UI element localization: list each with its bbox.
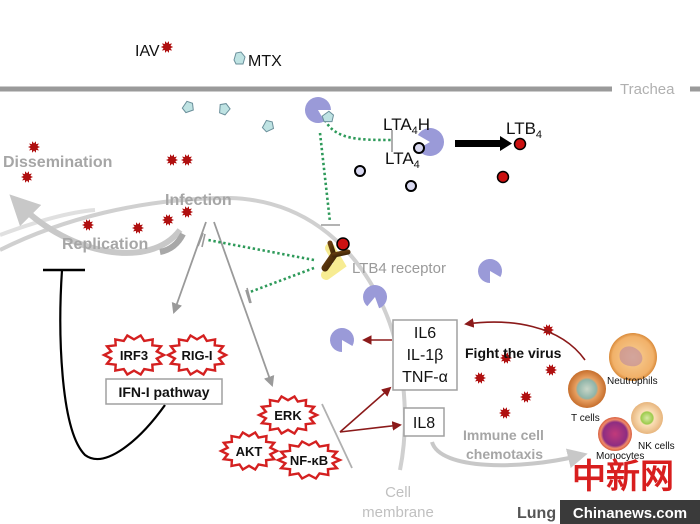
watermark-site-text: Chinanews.com — [573, 505, 687, 522]
mtx-molecule-icon — [181, 100, 194, 114]
infection-signal-lines — [171, 221, 353, 469]
immune-cell-nk-cell — [631, 402, 663, 434]
lung-label: Lung — [517, 505, 556, 522]
nf-kb-burst: NF-κB — [275, 439, 343, 481]
cytokine-box-il8 — [403, 407, 445, 437]
virus-particle-icon — [181, 206, 193, 218]
cytokine-box-inflammatory — [392, 319, 458, 391]
lta4-molecule-icon — [413, 142, 425, 154]
dissemination-label: Dissemination — [3, 154, 112, 171]
akt-burst: AKT — [218, 430, 280, 472]
virus-particle-icon — [28, 141, 40, 153]
erk-burst: ERK — [256, 394, 320, 436]
ifn-pathway-label: IFN-I pathway — [118, 384, 209, 400]
virus-particle-icon — [166, 154, 178, 166]
monocytes-label: Monocytes — [596, 451, 644, 462]
cytokine-il1b: IL-1β — [407, 347, 444, 364]
virus-particle-icon — [21, 171, 33, 183]
ifn-inhibits-replication — [43, 268, 166, 461]
cytokine-tnfa: TNF-α — [402, 369, 448, 386]
irf3-burst-label: IRF3 — [120, 348, 148, 363]
cytokine-arrows — [339, 318, 586, 433]
cytokine-il8: IL8 — [413, 415, 435, 432]
lta4-label: LTA4 — [385, 149, 420, 171]
virus-particle-icon — [162, 214, 174, 226]
akt-burst-label: AKT — [236, 444, 263, 459]
cell-membrane-label-line2: membrane — [362, 504, 434, 521]
trachea-label: Trachea — [620, 81, 675, 98]
t-cells-label: T cells — [571, 413, 600, 424]
immune-cell-monocyte — [598, 417, 632, 451]
erk-burst-label: ERK — [274, 408, 302, 423]
virus-particle-icon — [82, 219, 94, 231]
virus-particle-icon — [500, 352, 512, 364]
mtx-molecules — [181, 100, 335, 133]
lta4-molecule-icon — [354, 165, 366, 177]
chemotaxis-label-line2: chemotaxis — [466, 446, 543, 462]
iav-legend-label: IAV — [135, 43, 160, 60]
enzyme-icon — [305, 97, 331, 124]
nk-cells-label: NK cells — [638, 441, 675, 452]
ltb4-label: LTB4 — [506, 119, 542, 141]
mtx-molecule-icon — [321, 110, 335, 123]
virus-particle-icon — [161, 41, 173, 53]
infection-label: Infection — [165, 192, 232, 209]
virus-particle-icon — [474, 372, 486, 384]
replication-label: Replication — [62, 236, 148, 253]
immune-cell-t-cell — [568, 370, 606, 408]
mtx-legend-label: MTX — [248, 53, 282, 70]
virus-particles — [21, 41, 557, 419]
conversion-arrow — [455, 136, 512, 151]
enzyme-icon — [363, 285, 388, 309]
lta4-molecule-icon — [405, 180, 417, 192]
immune-cell-neutrophil — [609, 333, 657, 381]
chemotaxis-arrow — [430, 441, 588, 469]
ifn-signal-bursts: IRF3 RIG-I — [101, 333, 229, 377]
virus-particle-icon — [545, 364, 557, 376]
virus-particle-icon — [181, 154, 193, 166]
rig-i-burst: RIG-I — [165, 333, 229, 377]
trachea-boundary: Trachea — [0, 81, 700, 98]
kinase-signal-bursts: ERK AKT NF-κB — [218, 394, 343, 481]
irf3-burst: IRF3 — [101, 333, 167, 377]
leukotriene-molecules — [354, 137, 527, 192]
watermark-cn-text: 中新网 — [572, 458, 674, 496]
cytokine-il6: IL6 — [414, 325, 436, 342]
ltb4-receptor-label: LTB4 receptor — [352, 260, 446, 277]
enzyme-icon — [330, 328, 355, 352]
ltb4-molecule-icon — [513, 137, 527, 151]
replication-arrow-tail — [159, 232, 186, 255]
neutrophils-label: Neutrophils — [607, 376, 658, 387]
chemotaxis-label-line1: Immune cell — [463, 427, 544, 443]
cell-membrane-label-line1: Cell — [385, 484, 411, 501]
enzyme-icon — [478, 259, 503, 283]
nf-kb-burst-label: NF-κB — [290, 453, 328, 468]
watermark-bar — [560, 500, 700, 524]
mtx-molecule-icon — [261, 119, 275, 133]
rig-i-burst-label: RIG-I — [181, 348, 212, 363]
ifn-pathway-box — [105, 378, 223, 405]
replication-arrow — [9, 194, 183, 256]
virus-particle-icon — [499, 407, 511, 419]
ltb4-receptor-icon — [321, 237, 351, 280]
virus-particle-icon — [520, 391, 532, 403]
fight-virus-label: Fight the virus — [465, 345, 562, 361]
mtx-molecule-icon — [219, 103, 231, 116]
chinanews-watermark: 中新网 Chinanews.com — [560, 458, 700, 524]
mtx-inhibition-lines — [201, 119, 393, 304]
ltb4-molecule-icon — [496, 170, 510, 184]
virus-particle-icon — [132, 222, 144, 234]
mtx-legend-icon — [233, 51, 246, 65]
cell-membrane-inner — [0, 208, 96, 237]
lta4h-label: LTA4H — [383, 115, 430, 137]
